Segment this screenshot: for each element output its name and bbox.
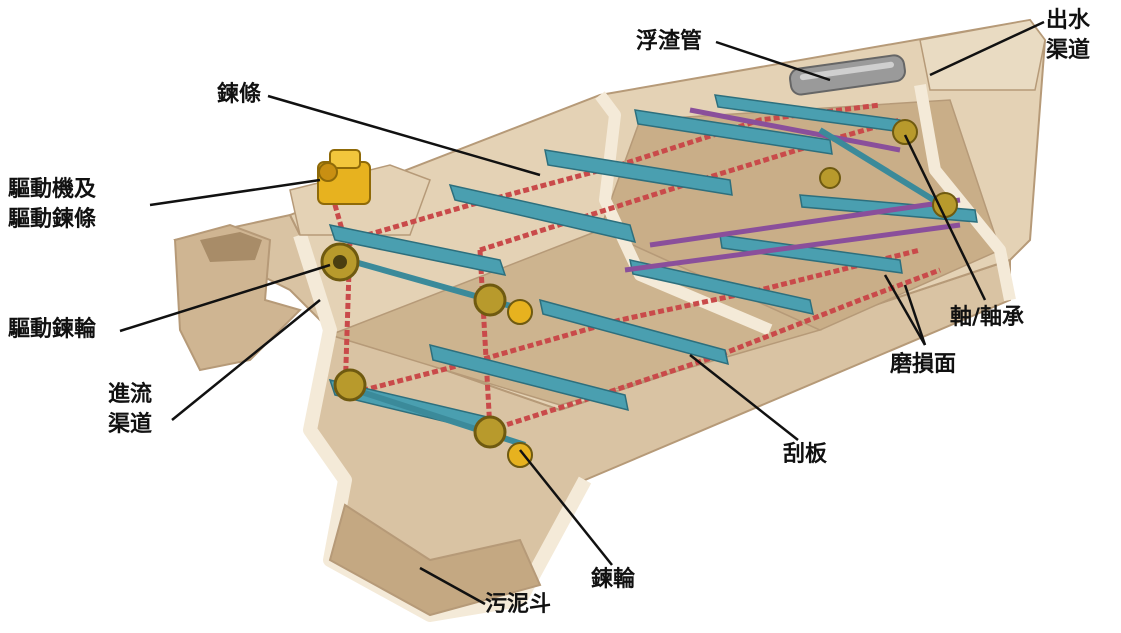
label-inlet-channel: 進流 渠道 [108, 380, 152, 440]
tank-concrete [173, 18, 1047, 622]
label-inlet-line2: 渠道 [108, 412, 153, 437]
drive-unit [317, 149, 371, 205]
label-drive-line2: 驅動鍊條 [8, 207, 97, 232]
label-effluent-line2: 渠道 [1046, 38, 1091, 63]
wear-rails [624, 107, 961, 273]
label-wear-surface-text: 磨損面 [890, 352, 957, 377]
label-drive-unit: 驅動機及 驅動鍊條 [8, 175, 96, 235]
label-drive-sprocket: 驅動鍊輪 [8, 315, 96, 345]
label-inlet-line1: 進流 [108, 382, 153, 407]
scum-pipe-graphic [789, 54, 906, 96]
label-shaft-bearing: 軸/軸承 [950, 303, 1024, 333]
label-scum-pipe: 浮渣管 [636, 27, 702, 57]
sprockets [320, 119, 958, 468]
label-flight-text: 刮板 [783, 442, 828, 467]
label-effluent-channel: 出水 渠道 [1046, 6, 1090, 66]
label-sprocket-text: 鍊輪 [591, 567, 636, 592]
label-sludge-hopper-text: 污泥斗 [485, 592, 552, 617]
label-sludge-hopper: 污泥斗 [485, 590, 551, 620]
label-effluent-line1: 出水 [1046, 8, 1091, 33]
label-shaft-bearing-text: 軸/軸承 [950, 305, 1025, 330]
label-flight: 刮板 [783, 440, 827, 470]
label-sprocket: 鍊輪 [591, 565, 635, 595]
label-chain: 鍊條 [217, 80, 261, 110]
label-wear-surface: 磨損面 [890, 350, 956, 380]
leader-lines [119, 20, 1045, 606]
label-scum-pipe-text: 浮渣管 [636, 29, 703, 54]
label-drive-sprocket-text: 驅動鍊輪 [8, 317, 97, 342]
label-chain-text: 鍊條 [217, 82, 262, 107]
label-drive-line1: 驅動機及 [8, 177, 97, 202]
